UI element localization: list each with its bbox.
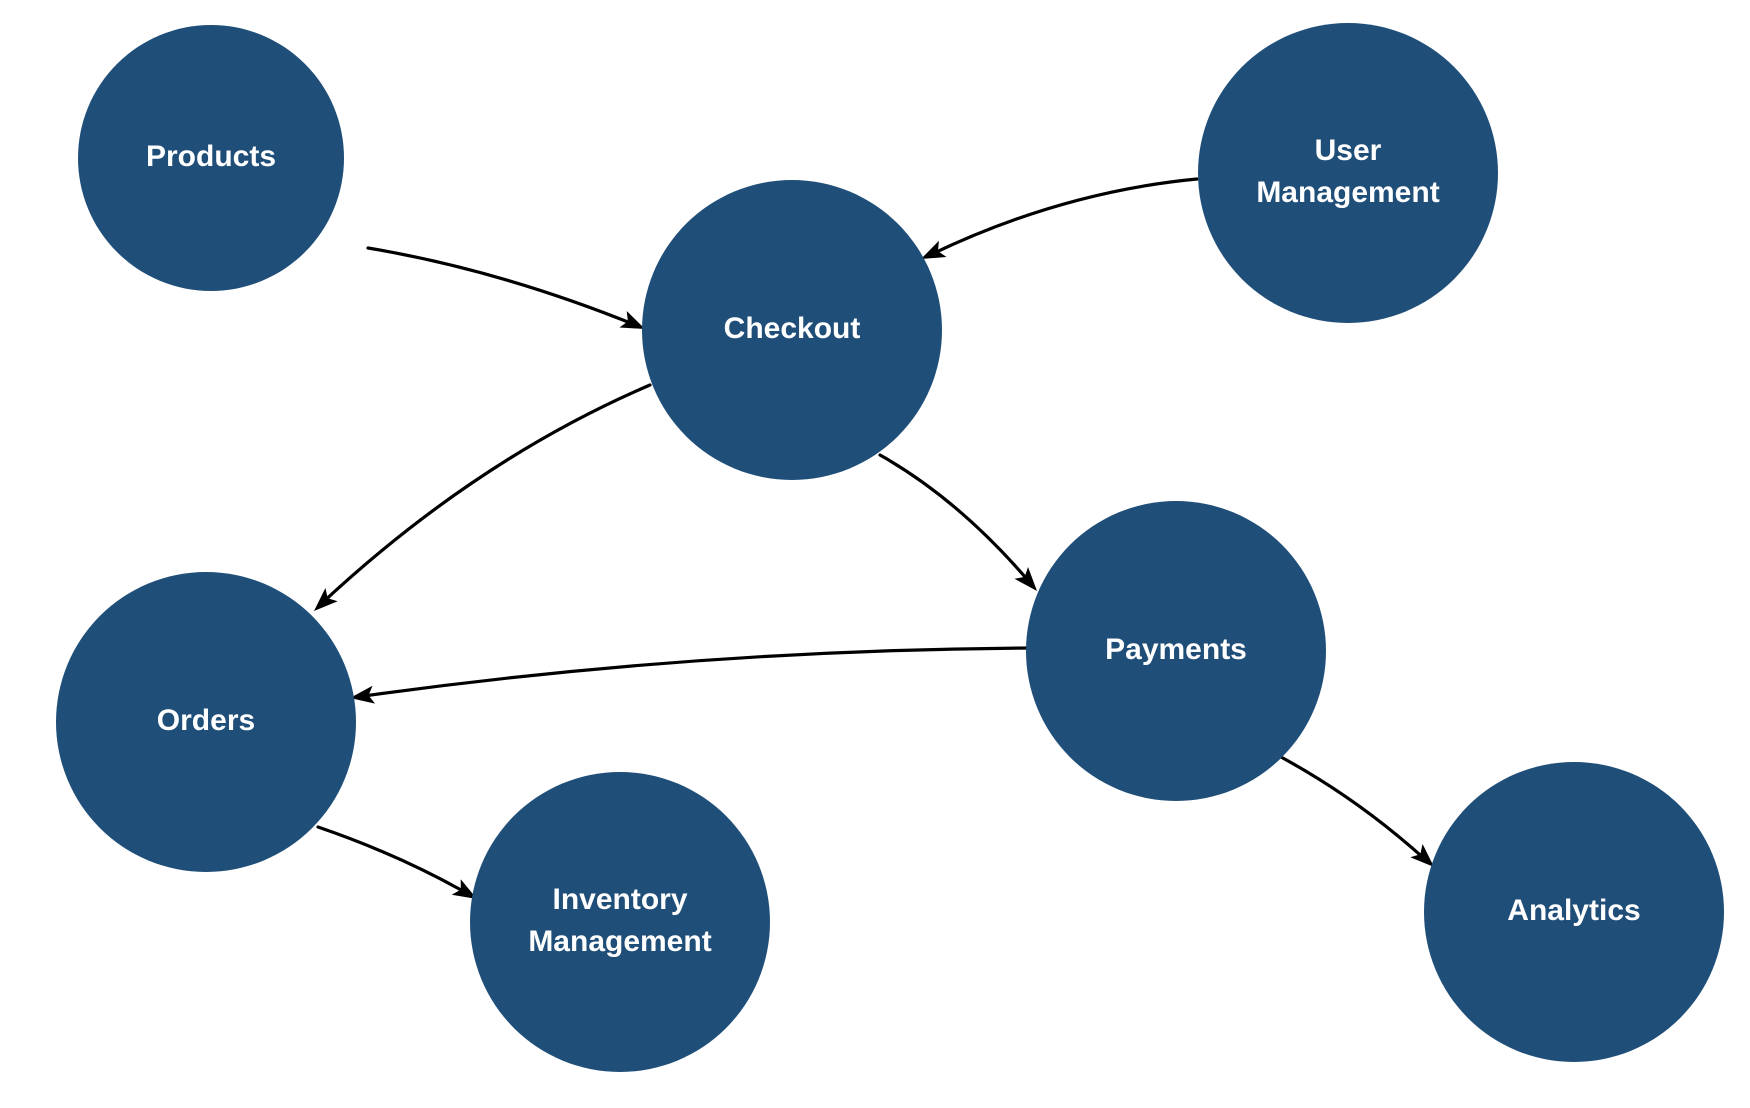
edge-checkout-to-payments[interactable] <box>878 453 1044 597</box>
node-circle[interactable] <box>1424 762 1724 1062</box>
edge-user-management-to-checkout[interactable] <box>917 177 1199 267</box>
edge-line <box>1279 755 1430 864</box>
node-payments[interactable]: Payments <box>1026 501 1326 801</box>
edge-payments-to-orders[interactable] <box>349 646 1032 707</box>
node-checkout[interactable]: Checkout <box>642 180 942 480</box>
arrowhead-icon <box>451 879 477 899</box>
node-orders[interactable]: Orders <box>56 572 356 872</box>
edge-line <box>878 453 1034 587</box>
arrowhead-icon <box>921 240 947 259</box>
edge-checkout-to-orders[interactable] <box>308 383 652 618</box>
edge-line <box>366 246 640 328</box>
arrowhead-icon <box>314 588 338 611</box>
node-circle[interactable] <box>78 25 344 291</box>
arrowhead-icon <box>1410 844 1434 867</box>
edge-line <box>926 177 1199 258</box>
node-circle[interactable] <box>642 180 942 480</box>
edge-line <box>316 825 472 897</box>
edge-line <box>355 646 1032 699</box>
edge-payments-to-analytics[interactable] <box>1279 755 1440 874</box>
edge-line <box>318 383 652 607</box>
edges-layer <box>308 177 1440 907</box>
arrowhead-icon <box>619 311 645 329</box>
edge-products-to-checkout[interactable] <box>366 246 649 337</box>
node-circle[interactable] <box>1026 501 1326 801</box>
node-products[interactable]: Products <box>78 25 344 291</box>
arrowhead-icon <box>350 685 376 704</box>
arrowhead-icon <box>1014 566 1037 591</box>
node-circle[interactable] <box>1198 23 1498 323</box>
node-circle[interactable] <box>56 572 356 872</box>
node-analytics[interactable]: Analytics <box>1424 762 1724 1062</box>
edge-orders-to-inventory-management[interactable] <box>316 825 482 907</box>
node-circle[interactable] <box>470 772 770 1072</box>
